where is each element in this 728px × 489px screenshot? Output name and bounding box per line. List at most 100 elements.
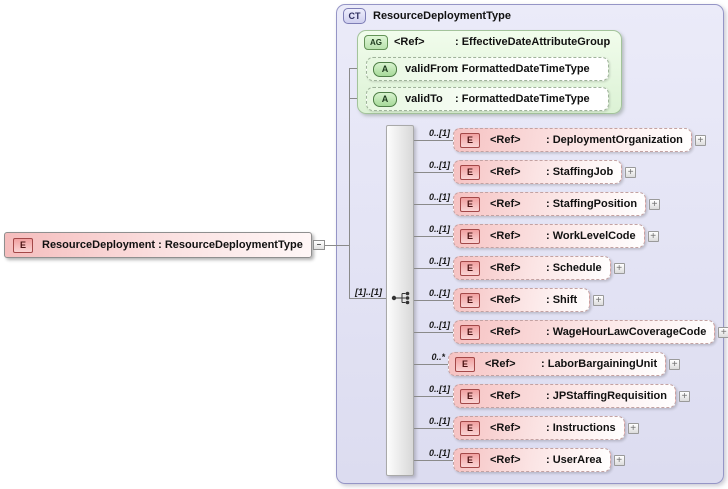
connector-line xyxy=(414,139,453,141)
element-badge: E xyxy=(460,388,480,404)
expand-button[interactable]: + xyxy=(613,262,625,274)
attribute-group-ref-label: <Ref> xyxy=(394,36,425,48)
element-row-instructions: 0..[1] E <Ref> : Instructions + xyxy=(414,416,639,440)
element-row-labor-bargaining-unit: 0..* E <Ref> : LaborBargainingUnit + xyxy=(414,352,681,376)
element-name-label: : JPStaffingRequisition xyxy=(546,390,667,402)
expand-button[interactable]: + xyxy=(593,294,604,306)
element-ref-label: <Ref> xyxy=(490,166,521,178)
element-box-labor-bargaining-unit[interactable]: E <Ref> : LaborBargainingUnit xyxy=(448,352,667,376)
attribute-type-label: : FormattedDateTimeType xyxy=(455,93,590,105)
element-ref-label: <Ref> xyxy=(490,262,521,274)
element-box-deployment-organization[interactable]: E <Ref> : DeploymentOrganization xyxy=(453,128,692,152)
expand-button[interactable]: + xyxy=(694,134,706,146)
cardinality-label: 0..[1] xyxy=(428,384,450,394)
expand-button[interactable]: + xyxy=(627,422,639,434)
element-badge: E xyxy=(460,420,480,436)
element-ref-label: <Ref> xyxy=(485,358,516,370)
element-name-label: : LaborBargainingUnit xyxy=(541,358,658,370)
element-name-label: : Instructions xyxy=(546,422,616,434)
element-box-user-area[interactable]: E <Ref> : UserArea xyxy=(453,448,611,472)
element-box-shift[interactable]: E <Ref> : Shift xyxy=(453,288,590,312)
element-badge: E xyxy=(460,164,480,180)
element-box-staffing-position[interactable]: E <Ref> : StaffingPosition xyxy=(453,192,647,216)
expand-button[interactable]: + xyxy=(613,454,625,466)
cardinality-label: 0..[1] xyxy=(428,160,450,170)
root-element-label: ResourceDeployment : ResourceDeploymentT… xyxy=(42,239,303,251)
attribute-type-label: : FormattedDateTimeType xyxy=(455,63,590,75)
expand-button[interactable]: + xyxy=(718,326,728,338)
element-row-staffing-position: 0..[1] E <Ref> : StaffingPosition + xyxy=(414,192,661,216)
sequence-bar xyxy=(386,125,414,476)
sequence-icon xyxy=(391,290,413,311)
element-box-work-level-code[interactable]: E <Ref> : WorkLevelCode xyxy=(453,224,645,248)
connector-line xyxy=(414,459,453,461)
attribute-group-box[interactable]: AG <Ref> : EffectiveDateAttributeGroup A… xyxy=(357,30,622,114)
element-row-user-area: 0..[1] E <Ref> : UserArea + xyxy=(414,448,625,472)
element-ref-label: <Ref> xyxy=(490,422,521,434)
element-badge: E xyxy=(455,356,475,372)
element-row-deployment-organization: 0..[1] E <Ref> : DeploymentOrganization … xyxy=(414,128,706,152)
element-name-label: : WorkLevelCode xyxy=(546,230,636,242)
element-ref-label: <Ref> xyxy=(490,390,521,402)
element-row-wage-hour-law-coverage-code: 0..[1] E <Ref> : WageHourLawCoverageCode… xyxy=(414,320,728,344)
element-ref-label: <Ref> xyxy=(490,454,521,466)
cardinality-label: 0..[1] xyxy=(428,448,450,458)
expand-button[interactable]: + xyxy=(649,198,661,210)
element-name-label: : UserArea xyxy=(546,454,602,466)
cardinality-label: 0..[1] xyxy=(428,288,450,298)
element-badge: E xyxy=(460,452,480,468)
expand-button[interactable]: + xyxy=(669,358,681,370)
element-name-label: : DeploymentOrganization xyxy=(546,134,683,146)
element-name-label: : StaffingJob xyxy=(546,166,614,178)
attribute-box-validto[interactable]: A validTo : FormattedDateTimeType xyxy=(366,87,609,111)
element-box-jpstaffing-requisition[interactable]: E <Ref> : JPStaffingRequisition xyxy=(453,384,676,408)
connector-line xyxy=(414,427,453,429)
element-ref-label: <Ref> xyxy=(490,198,521,210)
expand-button[interactable]: + xyxy=(647,230,659,242)
cardinality-label: 0..[1] xyxy=(428,320,450,330)
collapse-toggle[interactable]: – xyxy=(313,240,325,250)
element-badge: E xyxy=(460,324,480,340)
root-element-box[interactable]: E ResourceDeployment : ResourceDeploymen… xyxy=(4,232,312,258)
connector-line xyxy=(414,299,453,301)
connector-line xyxy=(414,171,453,173)
connector-trunk-line xyxy=(349,68,350,299)
complex-type-badge: CT xyxy=(343,8,366,24)
attribute-name-label: validTo xyxy=(405,93,443,105)
element-row-work-level-code: 0..[1] E <Ref> : WorkLevelCode + xyxy=(414,224,659,248)
connector-sequence-line xyxy=(349,298,393,299)
element-badge: E xyxy=(460,132,480,148)
attribute-group-badge: AG xyxy=(364,34,388,50)
connector-line xyxy=(414,267,453,269)
attribute-group-name-label: : EffectiveDateAttributeGroup xyxy=(455,36,611,48)
element-ref-label: <Ref> xyxy=(490,230,521,242)
expand-button[interactable]: + xyxy=(625,166,637,178)
element-row-schedule: 0..[1] E <Ref> : Schedule + xyxy=(414,256,625,280)
element-box-staffing-job[interactable]: E <Ref> : StaffingJob xyxy=(453,160,623,184)
attribute-box-validfrom[interactable]: A validFrom : FormattedDateTimeType xyxy=(366,57,609,81)
element-ref-label: <Ref> xyxy=(490,294,521,306)
cardinality-label: 0..[1] xyxy=(428,128,450,138)
attribute-badge: A xyxy=(373,91,397,107)
connector-line xyxy=(414,331,453,333)
element-badge: E xyxy=(460,196,480,212)
element-badge: E xyxy=(13,237,33,253)
element-ref-label: <Ref> xyxy=(490,134,521,146)
element-box-wage-hour-law-coverage-code[interactable]: E <Ref> : WageHourLawCoverageCode xyxy=(453,320,716,344)
element-badge: E xyxy=(460,228,480,244)
expand-button[interactable]: + xyxy=(679,390,690,402)
element-name-label: : StaffingPosition xyxy=(546,198,638,210)
cardinality-label: 0..[1] xyxy=(428,224,450,234)
sequence-cardinality-label: [1]..[1] xyxy=(355,287,382,297)
connector-line xyxy=(414,363,448,365)
connector-line xyxy=(414,203,453,205)
complex-type-header: CT ResourceDeploymentType xyxy=(343,8,511,24)
cardinality-label: 0..[1] xyxy=(428,416,450,426)
complex-type-title: ResourceDeploymentType xyxy=(373,10,511,22)
connector-root-line xyxy=(325,245,349,246)
element-box-schedule[interactable]: E <Ref> : Schedule xyxy=(453,256,611,280)
attribute-badge: A xyxy=(373,61,397,77)
cardinality-label: 0..[1] xyxy=(428,256,450,266)
element-box-instructions[interactable]: E <Ref> : Instructions xyxy=(453,416,625,440)
